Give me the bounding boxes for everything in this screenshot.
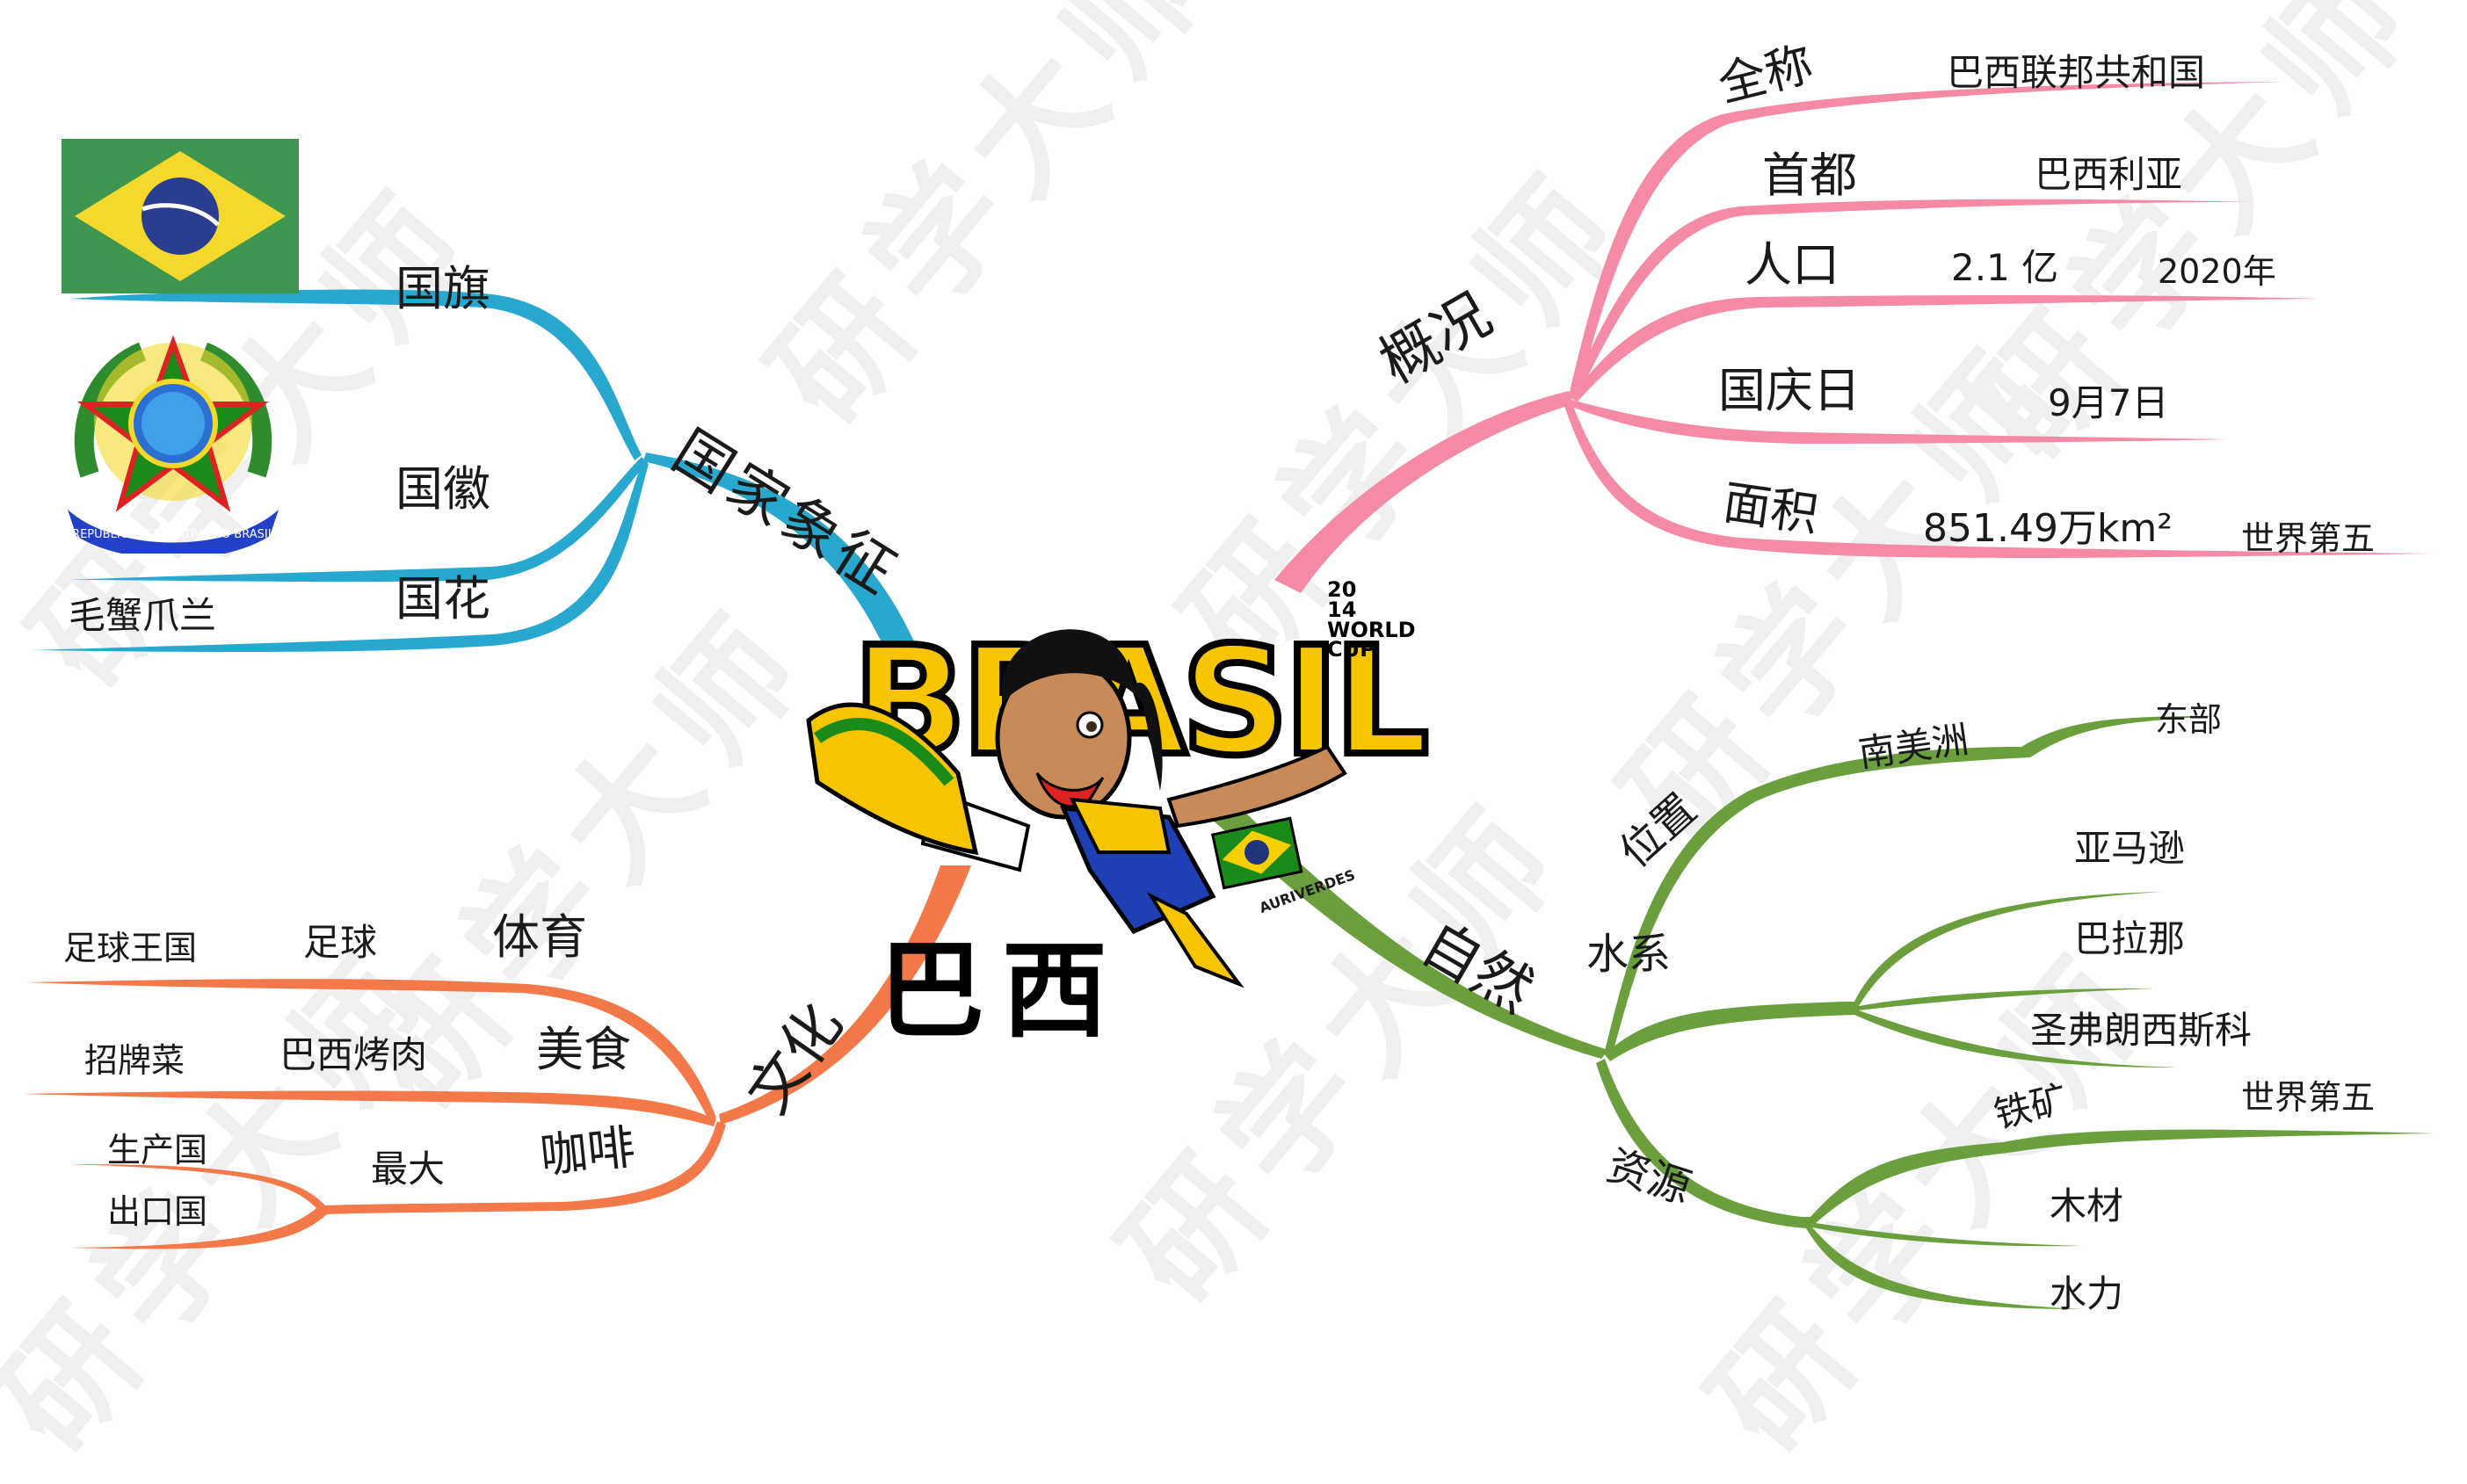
- center-title: 巴西: [879, 930, 1125, 1053]
- river-sao-francisco: 圣弗朗西斯科: [2030, 1009, 2253, 1052]
- central-image: BRASIL 20 14 WORLD CUP 巴西 AURIVERDES: [800, 562, 1433, 1053]
- national-flower-value: 毛蟹爪兰: [69, 594, 217, 637]
- nature-branch: [1204, 716, 2434, 1309]
- sports-value: 足球: [303, 921, 378, 964]
- node-coffee[interactable]: 咖啡: [537, 1118, 638, 1184]
- symbols-branch: [31, 289, 914, 653]
- badge-line: 14: [1327, 597, 1357, 622]
- resource-hydro: 水力: [2050, 1272, 2124, 1315]
- iron-rank: 世界第五: [2241, 1078, 2376, 1117]
- node-food[interactable]: 美食: [536, 1022, 631, 1077]
- badge-line: 20: [1327, 577, 1357, 602]
- overview-branch: [1274, 82, 2434, 593]
- food-value: 巴西烤肉: [279, 1033, 428, 1076]
- coffee-exporter: 出口国: [107, 1192, 208, 1231]
- population-value: 2.1 亿: [1951, 246, 2059, 289]
- node-flower[interactable]: 国花: [395, 571, 490, 626]
- player-illustration: [806, 629, 1347, 988]
- national-day-value: 9月7日: [2048, 381, 2169, 424]
- branch-lines: [22, 82, 2434, 1309]
- sports-note: 足球王国: [63, 929, 198, 967]
- node-flag[interactable]: 国旗: [395, 261, 490, 316]
- location-note: 东部: [2155, 700, 2223, 739]
- area-rank: 世界第五: [2241, 519, 2376, 558]
- area-value: 851.49万km²: [1923, 506, 2173, 551]
- node-sports[interactable]: 体育: [492, 909, 587, 965]
- node-national-day[interactable]: 国庆日: [1718, 363, 1861, 418]
- coffee-producer: 生产国: [107, 1131, 208, 1169]
- world-cup-badge: 20 14 WORLD CUP: [1327, 577, 1416, 662]
- svg-text:REPUBLICA FEDERATIVA DO BRASIL: REPUBLICA FEDERATIVA DO BRASIL: [72, 528, 275, 541]
- coat-of-arms-image: REPUBLICA FEDERATIVA DO BRASIL: [68, 335, 279, 554]
- node-capital[interactable]: 首都: [1762, 148, 1857, 203]
- node-emblem[interactable]: 国徽: [395, 461, 490, 517]
- capital-value: 巴西利亚: [2035, 153, 2183, 196]
- node-area[interactable]: 面积: [1719, 474, 1822, 543]
- river-amazon: 亚马逊: [2074, 827, 2186, 870]
- badge-line: WORLD: [1327, 617, 1416, 642]
- food-note: 招牌菜: [84, 1041, 185, 1080]
- population-year: 2020年: [2158, 252, 2276, 291]
- fullname-value: 巴西联邦共和国: [1947, 51, 2206, 94]
- brazil-flag-image: [62, 139, 299, 293]
- coffee-value: 最大: [371, 1147, 446, 1191]
- resource-timber: 木材: [2050, 1184, 2124, 1227]
- node-population[interactable]: 人口: [1745, 237, 1839, 293]
- badge-line: CUP: [1327, 637, 1375, 662]
- culture-branch: [22, 865, 971, 1249]
- river-parana: 巴拉那: [2074, 917, 2186, 960]
- node-water[interactable]: 水系: [1586, 930, 1672, 979]
